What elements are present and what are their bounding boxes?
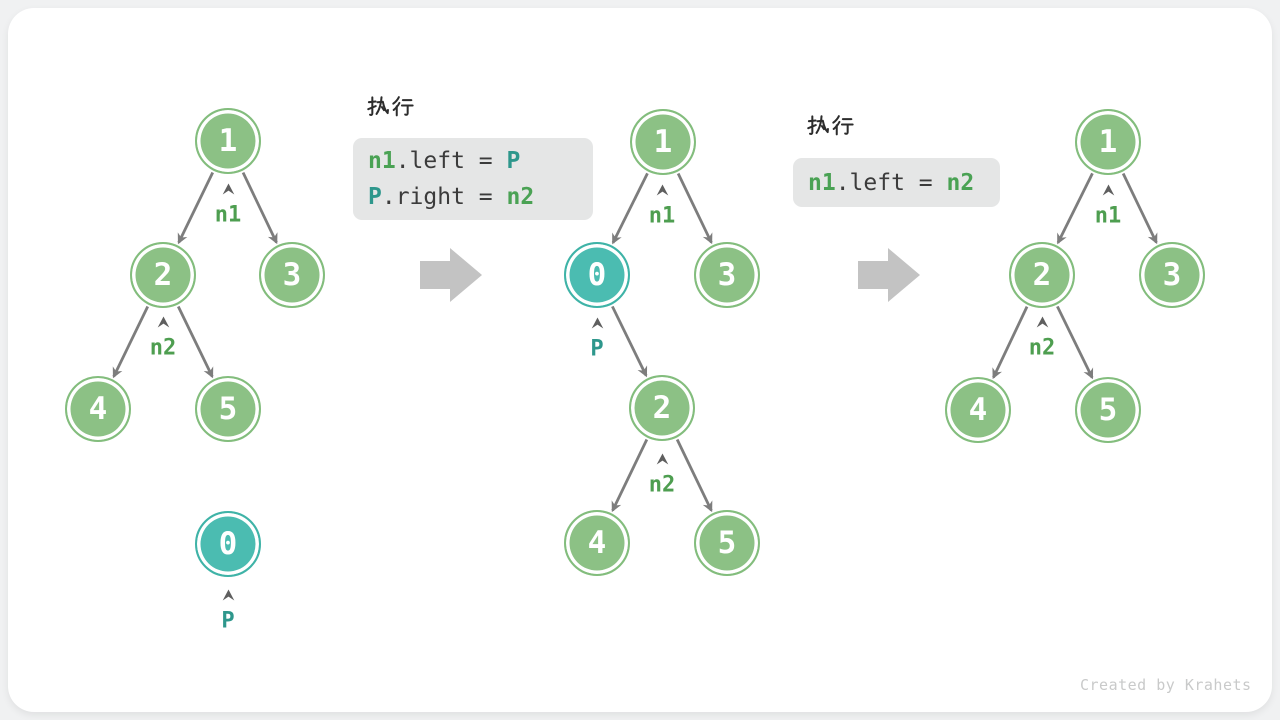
watermark: Created by Krahets (1080, 676, 1252, 694)
figure-card (8, 8, 1272, 712)
